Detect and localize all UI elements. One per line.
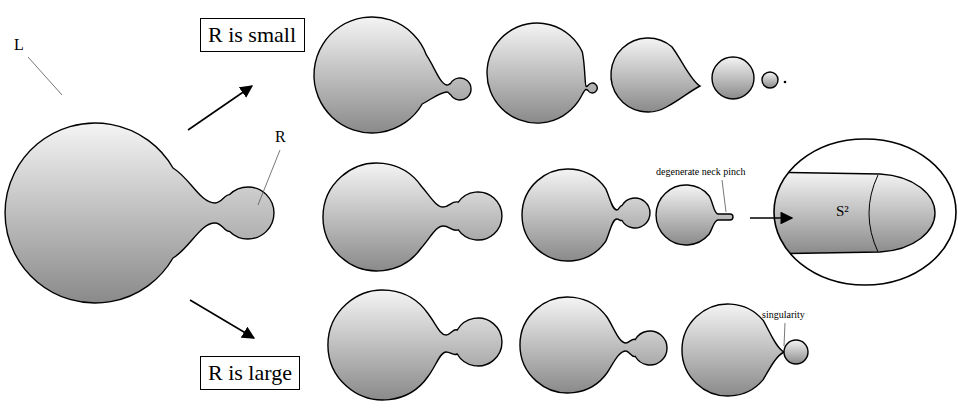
surface-stage: [784, 340, 808, 364]
box-text: R is small: [208, 22, 297, 47]
zoom-cap: [760, 172, 935, 254]
case-box: R is large: [200, 356, 300, 390]
sphere-section: [869, 175, 878, 252]
branch-arrow: [190, 300, 254, 338]
leader-line: [784, 323, 785, 346]
vanishing-point: [784, 81, 787, 84]
surface-stage: [520, 297, 667, 393]
surface-stage: [522, 169, 650, 261]
zoom-ellipse: [774, 139, 956, 285]
surface-stage: [762, 72, 778, 88]
leader-line: [722, 180, 726, 212]
box-text: R is large: [208, 360, 292, 385]
surface-stage: [314, 17, 471, 133]
leader-line: [258, 150, 280, 205]
surface-stage: [656, 185, 733, 245]
surface-stage: [328, 290, 502, 400]
case-box: R is small: [200, 18, 305, 52]
initial-surface: [5, 123, 274, 303]
part-label: R: [275, 128, 286, 146]
surface-stage: [323, 163, 502, 271]
zoom-arrow: [750, 217, 792, 219]
part-label: L: [14, 36, 24, 54]
branch-arrow: [188, 86, 252, 130]
annotation: singularity: [762, 309, 805, 320]
sphere-label: S²: [836, 203, 849, 220]
surface-stage: [611, 38, 700, 112]
surface-stage: [487, 23, 597, 123]
annotation: degenerate neck pinch: [656, 166, 745, 177]
leader-line: [28, 57, 62, 95]
surface-stage: [712, 57, 754, 99]
